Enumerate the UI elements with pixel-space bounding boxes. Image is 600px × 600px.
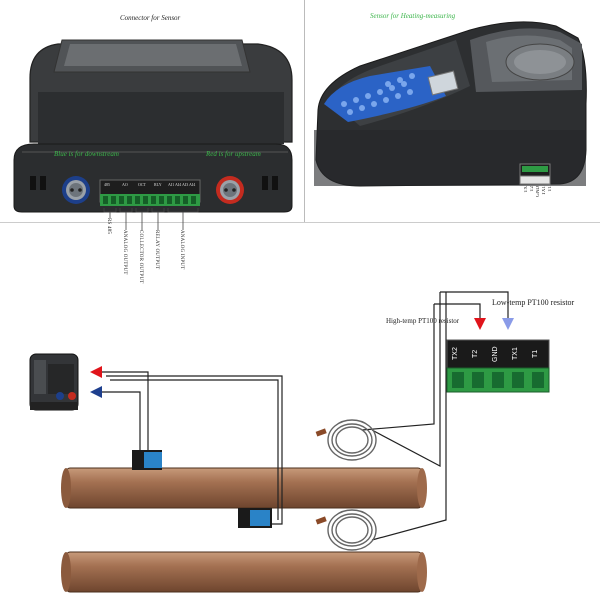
pin-gnd: GND [536, 186, 541, 197]
vertical-divider [304, 0, 305, 222]
terminal-oct: OCT [138, 182, 146, 187]
high-temp-label: High-temp PT100 resistor [386, 317, 460, 325]
terminal-label-tx1: TX1 [512, 347, 519, 361]
analog-input-label: ANALOG INPUT [179, 230, 184, 270]
analog-output-label: ANALOG OUTPUT [122, 230, 127, 275]
terminal-label-t1: T1 [532, 349, 539, 359]
connector-title: Connector for Sensor [120, 14, 181, 22]
red-upstream-label: Red is for upstream [206, 150, 261, 158]
relay-output-label: RELAY OUTPUT [154, 230, 159, 270]
low-temp-label: Low-temp PT100 resistor [492, 298, 575, 307]
terminal-ao: AO [122, 182, 128, 187]
sensor-heating-title: Sensor for Heating-measuring [370, 12, 456, 20]
pin-tx1: TX1 [542, 186, 547, 196]
terminal-rly: RLY [154, 182, 162, 187]
blue-downstream-label: Blue is for downstream [54, 150, 119, 158]
terminal-label-tx2: TX2 [452, 347, 459, 361]
pin-t2: T2 [530, 186, 535, 192]
collector-output-label: COLLECTOR OUTPUT [138, 230, 143, 284]
terminal-label-t2: T2 [472, 349, 479, 359]
pin-tx: TX [524, 186, 529, 193]
pin-t1: T1 [548, 186, 553, 192]
rs485-label: RS 485 [106, 218, 111, 235]
terminal-485: 485 [104, 182, 110, 187]
terminal-ai: AI1 AI4 AI3 AI4 [168, 182, 196, 187]
horizontal-divider [0, 222, 600, 223]
terminal-label-gnd: GND [492, 346, 499, 362]
